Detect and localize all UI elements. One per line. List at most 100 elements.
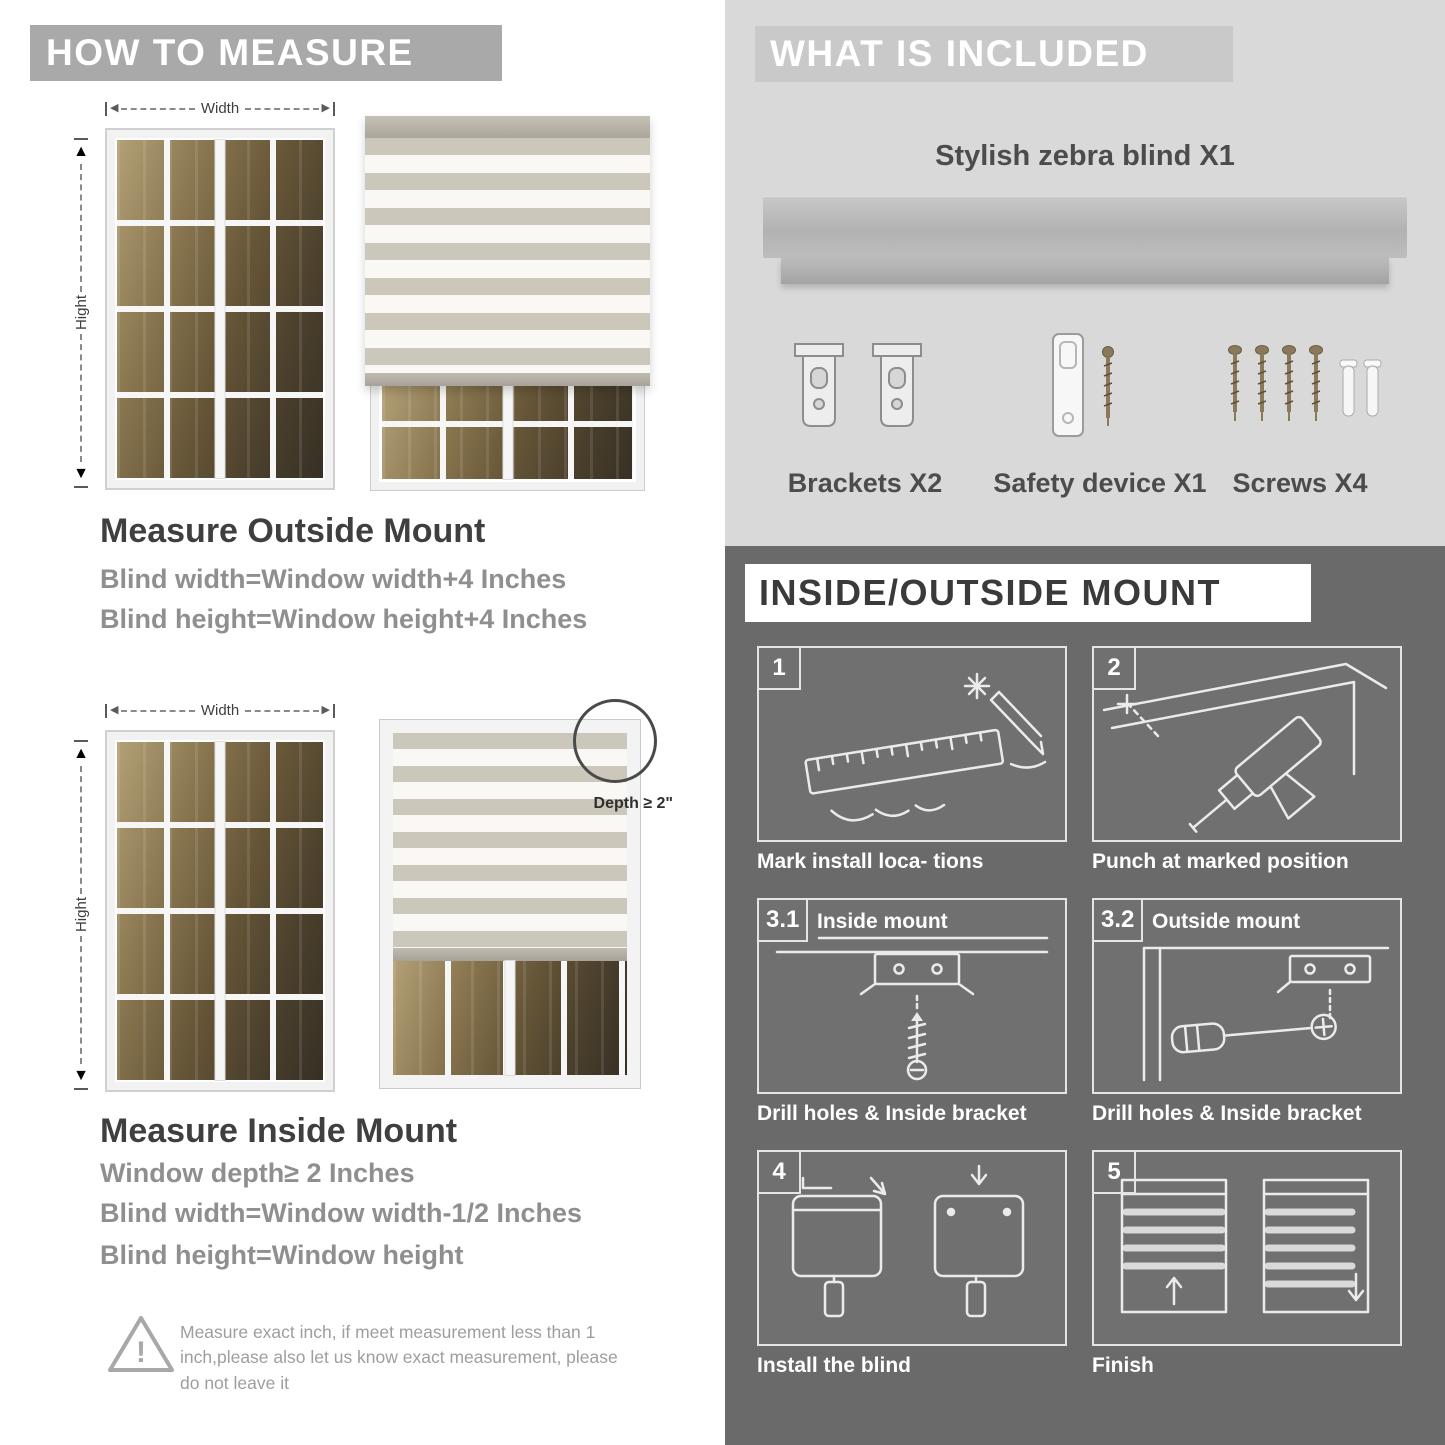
arrow-end-tick — [333, 101, 335, 116]
step-3-1-title: Inside mount — [817, 910, 948, 933]
screws-anchors-icon — [1228, 345, 1382, 421]
step-2: 2 Punch at marked pos — [1092, 646, 1402, 874]
dash-line — [80, 935, 82, 1064]
inside-mount-blind — [393, 733, 627, 1075]
window-behind-blind — [370, 369, 645, 491]
inside-outside-mount-section: INSIDE/OUTSIDE MOUNT 1 — [725, 546, 1445, 1445]
dash-line — [245, 107, 319, 110]
step-4-panel: 4 — [757, 1150, 1067, 1346]
dash-line — [245, 709, 319, 712]
inside-mount-formula-width: Blind width=Window width-1/2 Inches — [100, 1198, 583, 1228]
arrow-left-icon: ◀ — [110, 102, 119, 114]
mounting-brackets-icon — [794, 343, 922, 427]
arrow-left-icon: ◀ — [110, 704, 119, 716]
step-5-caption: Finish — [1092, 1354, 1154, 1377]
blind-inside-window: Depth ≥ 2" — [379, 699, 673, 1089]
outside-mount-formula-width: Blind width=Window width+4 Inches — [100, 564, 567, 594]
step-2-panel: 2 — [1092, 646, 1402, 842]
mark-location-illustration — [804, 672, 1047, 822]
blind-bottom-rail — [393, 948, 627, 961]
step-3-2-panel: 3.2 Outside mount — [1092, 898, 1402, 1094]
arrow-down-icon: ▼ — [73, 465, 89, 482]
outside-mount-formula-height: Blind height=Window height+4 Inches — [100, 604, 588, 634]
drill-punch-illustration — [1102, 662, 1388, 833]
inside-mount-depth-rule: Window depth≥ 2 Inches — [100, 1158, 415, 1188]
screws-label: Screws X4 — [1232, 468, 1368, 498]
step-5-panel: 5 — [1092, 1150, 1402, 1346]
what-is-included-banner: WHAT IS INCLUDED — [755, 26, 1233, 82]
dash-line — [121, 709, 195, 712]
step-number-badge: 3.2 — [1094, 900, 1144, 942]
warning-exclamation: ! — [136, 1336, 146, 1369]
how-to-measure-title: HOW TO MEASURE — [46, 32, 414, 73]
window-center-divider — [215, 742, 225, 1080]
inside-bracket-illustration — [775, 936, 1049, 1081]
step-number-badge: 5 — [1094, 1152, 1136, 1194]
inside-mount-figure: ◀ Width ▶ ▲ Hight ▼ — [60, 694, 710, 1106]
cord-safety-device-icon — [1052, 333, 1114, 437]
window-center-divider — [215, 140, 225, 478]
finished-blinds-illustration — [1120, 1178, 1370, 1314]
width-measure-arrow: ◀ Width ▶ — [105, 100, 335, 117]
step-3-1: 3.1 Inside mount Drill — [757, 898, 1067, 1126]
dash-line — [80, 766, 82, 895]
arrow-right-icon: ▶ — [321, 102, 330, 114]
height-label: Hight — [72, 897, 90, 933]
arrow-end-tick — [74, 1088, 88, 1090]
zebra-blind-over-window — [365, 116, 650, 491]
outside-bracket-illustration — [1142, 946, 1390, 1082]
arrow-up-icon: ▲ — [73, 745, 89, 762]
arrow-end-tick — [74, 138, 88, 140]
dash-line — [121, 107, 195, 110]
height-label: Hight — [72, 295, 90, 331]
depth-label: Depth ≥ 2" — [593, 795, 673, 812]
outside-mount-figure: ◀ Width ▶ ▲ Hight ▼ — [60, 98, 690, 502]
blind-bottom-rail — [365, 373, 650, 386]
what-is-included-title: WHAT IS INCLUDED — [770, 33, 1149, 74]
inside-mount-formula-height: Blind height=Window height — [100, 1240, 464, 1270]
height-measure-arrow: ▲ Hight ▼ — [72, 138, 90, 488]
window-center-divider — [503, 381, 512, 479]
mount-banner: INSIDE/OUTSIDE MOUNT — [745, 564, 1311, 622]
step-4: 4 In — [757, 1150, 1067, 1378]
step-3-2-title: Outside mount — [1152, 910, 1301, 933]
step-3-2-caption: Drill holes & Inside bracket — [1092, 1102, 1362, 1125]
window-glass-below-blind — [393, 961, 627, 1075]
step-3-1-panel: 3.1 Inside mount — [757, 898, 1067, 1094]
width-label: Width — [200, 702, 240, 719]
depth-callout-circle — [573, 699, 657, 783]
arrow-right-icon: ▶ — [321, 704, 330, 716]
window-illustration — [105, 128, 335, 490]
outside-mount-title: Measure Outside Mount — [100, 512, 486, 550]
window-center-divider — [505, 961, 515, 1075]
width-measure-arrow: ◀ Width ▶ — [105, 702, 335, 719]
blind-cassette — [365, 116, 650, 138]
brackets-label: Brackets X2 — [787, 468, 943, 498]
step-2-caption: Punch at marked position — [1092, 850, 1349, 873]
width-label: Width — [200, 100, 240, 117]
blind-cassette-illustration — [763, 196, 1407, 258]
zebra-blind — [365, 116, 650, 386]
arrow-up-icon: ▲ — [73, 143, 89, 160]
arrow-end-tick — [74, 486, 88, 488]
step-number-badge: 4 — [759, 1152, 801, 1194]
arrow-end-tick — [105, 101, 107, 116]
height-measure-arrow: ▲ Hight ▼ — [72, 740, 90, 1090]
how-to-measure-banner: HOW TO MEASURE — [30, 25, 502, 81]
step-number-badge: 3.1 — [759, 900, 809, 942]
blind-product-label: Stylish zebra blind X1 — [935, 140, 1235, 172]
blind-cassette-rail — [781, 258, 1389, 284]
step-5: 5 Finish — [1092, 1150, 1402, 1378]
step-3-1-caption: Drill holes & Inside bracket — [757, 1102, 1027, 1125]
warning-triangle-icon: ! — [108, 1316, 174, 1372]
step-1-panel: 1 — [757, 646, 1067, 842]
arrow-end-tick — [105, 703, 107, 718]
step-1: 1 Mark install loca- tions — [757, 646, 1067, 874]
step-number-badge: 1 — [759, 648, 801, 690]
arrow-end-tick — [333, 703, 335, 718]
arrow-end-tick — [74, 740, 88, 742]
blind-stripes — [365, 138, 650, 373]
measurement-warning-text: Measure exact inch, if meet measurement … — [180, 1322, 618, 1393]
mount-title: INSIDE/OUTSIDE MOUNT — [759, 572, 1222, 613]
